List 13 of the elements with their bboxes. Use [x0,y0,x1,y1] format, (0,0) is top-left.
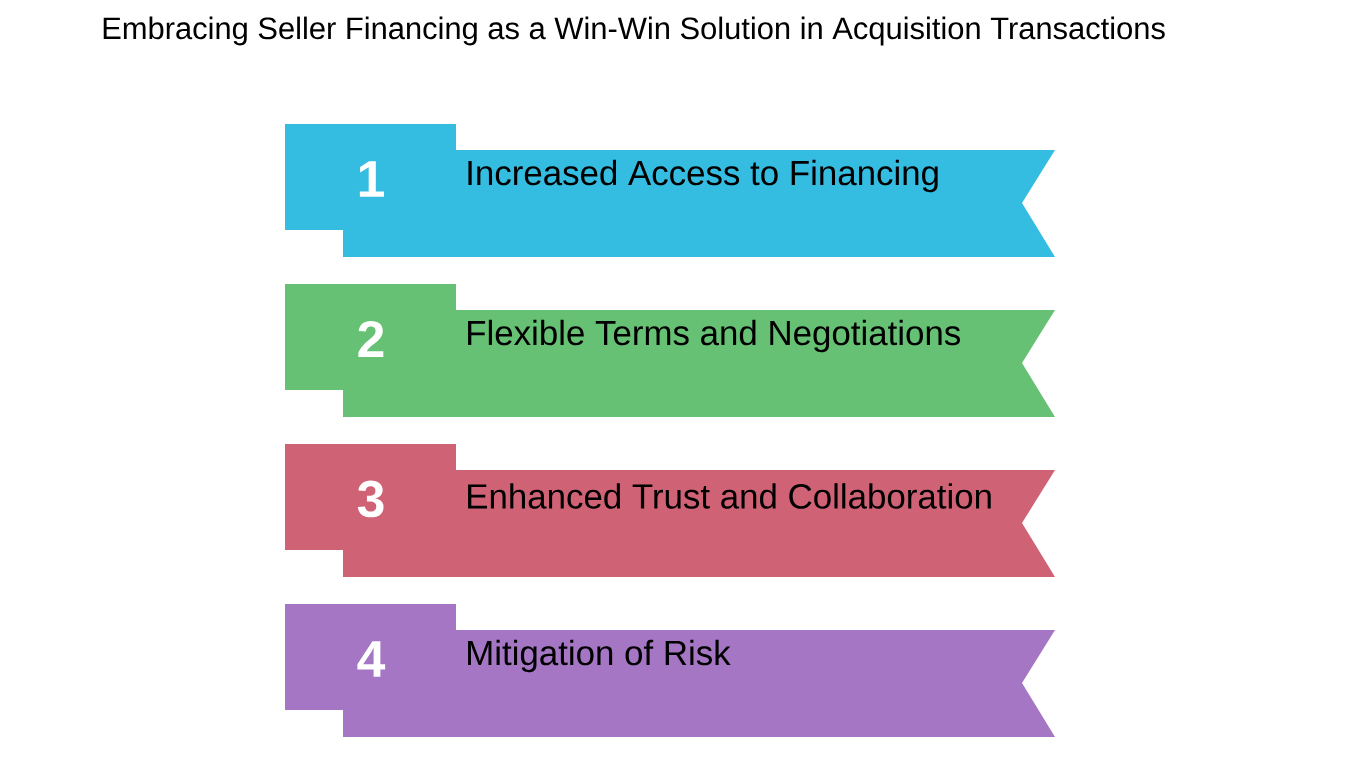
banner-label: Mitigation of Risk [468,639,731,673]
ribbon-banner [285,444,1055,577]
banner-label: Enhanced Trust and Collaboration [468,483,991,509]
banner-label: Increased Access to Financing [468,159,938,193]
step-number: 2 [358,320,384,358]
title: Embracing Seller Financing as a Win-Win Solution in Acquisition Transactions [103,16,1165,46]
ribbon-banner [285,124,1055,257]
banner-label: Flexible Terms and Negotiations [468,319,960,353]
ribbon-banner [285,604,1055,737]
step-number: 3 [357,480,384,518]
ribbon-banner [285,284,1055,417]
step-number: 4 [357,641,386,677]
step-number: 1 [359,161,384,197]
